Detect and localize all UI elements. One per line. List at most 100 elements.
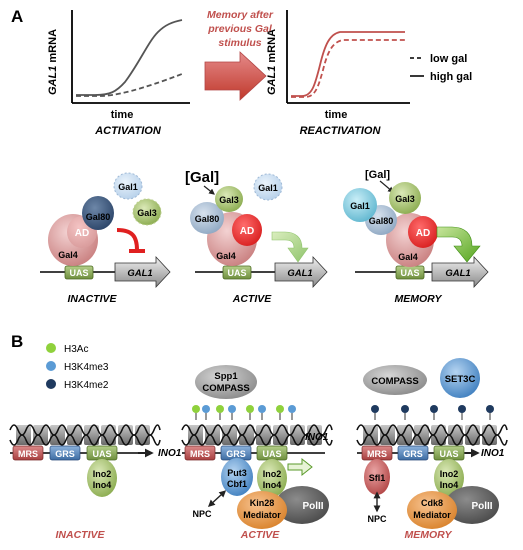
ino2-label: Ino2 <box>93 469 112 479</box>
ino2-ino4-complex <box>257 459 287 497</box>
gal-inactive-state: GAL1 UAS Gal4 AD Gal80 Gal1 Gal3 INACTIV… <box>40 172 171 305</box>
histone-marks <box>371 405 494 420</box>
compass-label: COMPASS <box>202 383 249 394</box>
mrs-label: MRS <box>190 449 210 459</box>
memory-note-line2: previous Gal <box>207 23 273 35</box>
polii-complex <box>275 486 329 524</box>
memory-caption: MEMORY <box>404 529 452 541</box>
graph2-caption: REACTIVATION <box>300 125 382 137</box>
ino4-label: Ino4 <box>93 480 112 490</box>
grs-label: GRS <box>403 449 423 459</box>
nucleosome <box>239 425 254 445</box>
mediator-label: Mediator <box>243 510 281 520</box>
gal1-protein <box>343 188 377 222</box>
mediator-complex <box>237 491 287 529</box>
sfl1-protein <box>364 459 390 495</box>
nucleosome <box>482 425 497 445</box>
gal1-label: Gal1 <box>350 201 370 211</box>
h3ac-marker <box>46 343 56 353</box>
uas-label: UAS <box>262 449 281 459</box>
memory-note: Memory after previous Gal stimulus <box>204 9 274 101</box>
gal3-protein <box>215 186 243 212</box>
ad-domain <box>408 216 438 248</box>
ad-label: AD <box>75 228 89 239</box>
nucleosome <box>67 425 82 445</box>
panel-b-letter: B <box>11 332 23 351</box>
nucleosome <box>222 425 237 445</box>
activation-arrow <box>271 231 309 263</box>
h3k4me2-mark <box>371 405 379 413</box>
legend-h3k4me3: H3K4me3 <box>64 362 109 373</box>
active-caption: ACTIVE <box>240 529 281 541</box>
gal80-label: Gal80 <box>195 214 220 224</box>
nucleosome <box>431 425 446 445</box>
graph2-low-gal-curve <box>291 39 405 98</box>
h3k4me2-mark <box>401 405 409 413</box>
ad-domain <box>232 214 262 246</box>
h3k4me3-marker <box>46 361 56 371</box>
gal1-protein <box>113 172 143 200</box>
gal1-protein <box>253 173 283 201</box>
gal3-label: Gal3 <box>219 195 239 205</box>
legend-high-gal: high gal <box>430 71 472 83</box>
nucleosome <box>101 425 116 445</box>
h3k4me2-mark <box>458 405 466 413</box>
mediator-complex <box>407 491 457 529</box>
gal4-label: Gal4 <box>58 250 78 260</box>
polii-complex <box>445 486 499 524</box>
inactive-caption: INACTIVE <box>55 529 105 541</box>
nucleosome <box>50 425 65 445</box>
compass-complex <box>195 365 257 399</box>
gal80-label: Gal80 <box>86 212 111 222</box>
inhibition-arrow <box>116 228 139 251</box>
uas-label: UAS <box>400 268 419 278</box>
put3-label: Put3 <box>227 468 247 478</box>
ino2-label: Ino2 <box>440 469 459 479</box>
gal80-protein <box>82 196 114 230</box>
nucleosome <box>290 425 305 445</box>
mrs-box <box>12 445 44 461</box>
gal1-gene-label: GAL1 <box>127 268 152 279</box>
nucleosome <box>118 425 133 445</box>
spp1-label: Spp1 <box>214 371 238 382</box>
legend-h3k4me2: H3K4me2 <box>64 380 109 391</box>
active-caption: ACTIVE <box>232 293 273 305</box>
inactive-caption: INACTIVE <box>67 293 117 305</box>
h3ac-mark <box>192 405 200 413</box>
ad-label: AD <box>240 226 254 237</box>
ino1-inactive-state: INO1 MRS GRS UAS Ino2 Ino4 INACTIVE <box>9 424 182 541</box>
h3k4me2-marker <box>46 379 56 389</box>
gal-concentration-label: [Gal] <box>365 169 390 181</box>
memory-note-line3: stimulus <box>218 37 261 49</box>
gal1-label: Gal1 <box>258 183 278 193</box>
npc-label: NPC <box>192 509 212 519</box>
nucleosome <box>465 425 480 445</box>
nucleosome <box>205 425 220 445</box>
gal3-protein <box>389 182 421 214</box>
graph2-high-gal-curve <box>291 31 405 97</box>
memory-caption: MEMORY <box>394 293 442 305</box>
mediator-label: Mediator <box>413 510 451 520</box>
gal3-label: Gal3 <box>137 208 157 218</box>
nucleosome <box>448 425 463 445</box>
activation-arrow <box>436 226 481 263</box>
gal80-protein <box>190 202 224 234</box>
h3k4me3-mark <box>258 405 266 413</box>
nucleosome-array <box>356 424 508 446</box>
nucleosome-array <box>181 424 333 446</box>
gal3-label: Gal3 <box>395 194 415 204</box>
graph-legend: low gal high gal <box>410 53 472 83</box>
graph1-low-gal-curve <box>76 73 183 97</box>
ad-label: AD <box>416 228 430 239</box>
h3ac-mark <box>276 405 284 413</box>
uas-box <box>222 265 252 280</box>
ino1-label: INO1 <box>158 448 182 459</box>
grs-label: GRS <box>55 449 75 459</box>
set3c-label: SET3C <box>445 374 476 385</box>
gal1-gene-arrow <box>114 255 171 289</box>
h3k4me2-mark <box>430 405 438 413</box>
nucleosome-array <box>9 424 161 446</box>
h3k4me2-mark <box>486 405 494 413</box>
gal80-label: Gal80 <box>369 216 394 226</box>
ino1-label: INO1 <box>305 432 329 443</box>
